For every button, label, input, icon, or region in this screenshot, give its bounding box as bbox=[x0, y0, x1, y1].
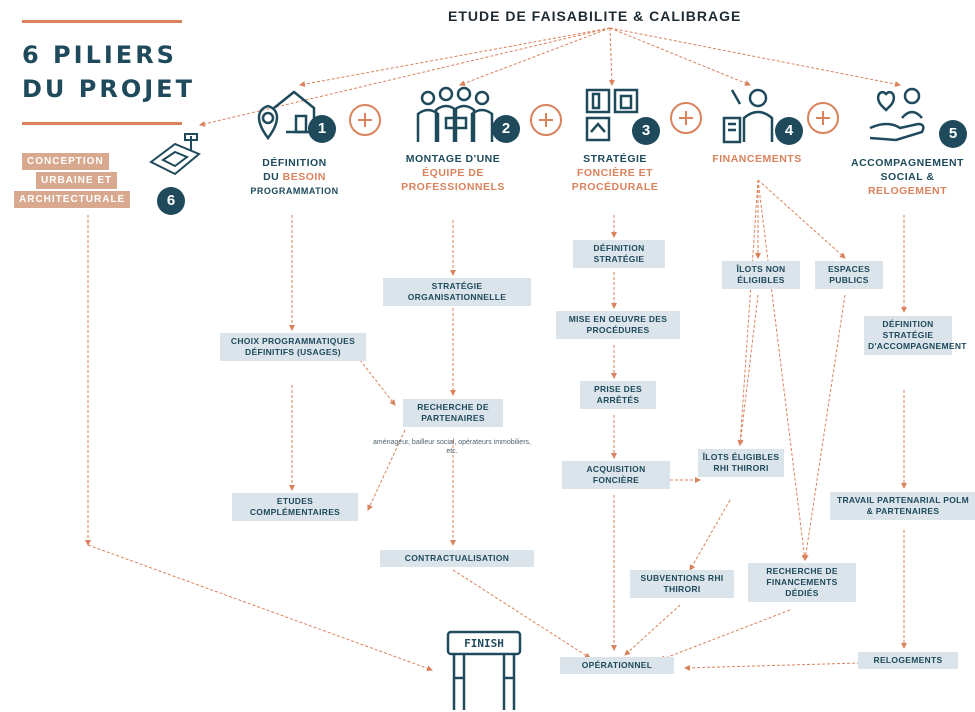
pillar-1-number: 1 bbox=[308, 115, 336, 143]
pillar-6-line1: CONCEPTION bbox=[22, 153, 109, 170]
node-espaces-publics: ESPACES PUBLICS bbox=[815, 261, 883, 289]
pillar-5-line3: RELOGEMENT bbox=[867, 185, 948, 197]
pillar-2-line1: MONTAGE D'UNE bbox=[405, 153, 501, 165]
finish-arch-icon bbox=[446, 630, 522, 710]
team-group-icon bbox=[416, 86, 494, 142]
plus-icon bbox=[670, 102, 702, 134]
pillar-2-number: 2 bbox=[492, 115, 520, 143]
node-recherche-financements: RECHERCHE DE FINANCEMENTS DÉDIÉS bbox=[748, 563, 856, 602]
architecture-plan-icon bbox=[149, 133, 201, 176]
node-etudes-complementaires: ETUDES COMPLÉMENTAIRES bbox=[232, 493, 358, 521]
plus-icon bbox=[530, 104, 562, 136]
node-ilots-non-eligibles: ÎLOTS NON ÉLIGIBLES bbox=[722, 261, 800, 289]
pillar-3-number: 3 bbox=[632, 117, 660, 145]
pillar-4-number: 4 bbox=[775, 117, 803, 145]
pillar-2-label: MONTAGE D'UNE ÉQUIPE DE PROFESSIONNELS bbox=[378, 152, 528, 194]
pillar-3-line3: PROCÉDURALE bbox=[571, 181, 659, 193]
finance-person-icon bbox=[722, 88, 774, 144]
header-rule-bottom bbox=[22, 122, 182, 125]
pillar-6-line2: URBAINE ET bbox=[36, 172, 118, 189]
pillar-1-line1: DÉFINITION bbox=[262, 157, 327, 169]
pillar-5-line2: SOCIAL & bbox=[880, 171, 935, 183]
top-title: ETUDE DE FAISABILITE & CALIBRAGE bbox=[448, 8, 742, 24]
pillar-5-line1: ACCOMPAGNEMENT bbox=[851, 157, 964, 169]
node-choix-programmatiques: CHOIX PROGRAMMATIQUES DÉFINITIFS (USAGES… bbox=[220, 333, 366, 361]
pillars-title-line2: DU PROJET bbox=[22, 75, 195, 103]
pillar-1-line2b: BESOIN bbox=[282, 171, 326, 183]
pillar-3-line1: STRATÉGIE bbox=[583, 153, 647, 165]
node-definition-strategie: DÉFINITION STRATÉGIE bbox=[573, 240, 665, 268]
location-house-icon bbox=[257, 90, 316, 141]
header-rule-top bbox=[22, 20, 182, 23]
pillar-6-line3: ARCHITECTURALE bbox=[14, 191, 131, 208]
node-travail-partenarial: TRAVAIL PARTENARIAL POLM & PARTENAIRES bbox=[830, 492, 975, 520]
pillars-title-line1: 6 PILIERS bbox=[22, 41, 177, 69]
pillar-5-number: 5 bbox=[939, 120, 967, 148]
pillar-6-number: 6 bbox=[157, 187, 185, 215]
pillar-1-label: DÉFINITION DU BESOIN PROGRAMMATION bbox=[232, 156, 357, 198]
pillar-4-label: FINANCEMENTS bbox=[692, 152, 822, 166]
pillar-4-line1: FINANCEMENTS bbox=[712, 153, 802, 165]
plus-icon bbox=[349, 104, 381, 136]
node-definition-strategie-accompagnement: DÉFINITION STRATÉGIE D'ACCOMPAGNEMENT bbox=[864, 316, 966, 355]
node-contractualisation: CONTRACTUALISATION bbox=[380, 550, 534, 567]
node-strategie-organisationnelle: STRATÉGIE ORGANISATIONNELLE bbox=[383, 278, 531, 306]
node-recherche-partenaires: RECHERCHE DE PARTENAIRES bbox=[403, 399, 503, 427]
pillar-5-label: ACCOMPAGNEMENT SOCIAL & RELOGEMENT bbox=[840, 156, 975, 198]
land-parcels-icon bbox=[585, 88, 639, 142]
node-mise-en-oeuvre: MISE EN OEUVRE DES PROCÉDURES bbox=[556, 311, 680, 339]
pillar-1-line2a: DU bbox=[263, 171, 283, 183]
node-relogements: RELOGEMENTS bbox=[858, 652, 958, 669]
pillar-1-line3: PROGRAMMATION bbox=[250, 186, 339, 196]
heart-hand-person-icon bbox=[869, 87, 925, 142]
node-prise-arretes: PRISE DES ARRÊTÉS bbox=[580, 381, 656, 409]
pillar-2-line2: ÉQUIPE DE bbox=[422, 167, 484, 179]
node-subventions: SUBVENTIONS RHI THIRORI bbox=[630, 570, 734, 598]
node-ilots-eligibles: ÎLOTS ÉLIGIBLES RHI THIRORI bbox=[698, 449, 784, 477]
node-operationnel: OPÉRATIONNEL bbox=[560, 657, 674, 674]
node-acquisition-fonciere: ACQUISITION FONCIÈRE bbox=[562, 461, 670, 489]
pillars-title: 6 PILIERS DU PROJET bbox=[22, 38, 195, 106]
note-partenaires: aménageur, bailleur social, opérateurs i… bbox=[373, 439, 531, 455]
pillar-3-label: STRATÉGIE FONCIÈRE ET PROCÉDURALE bbox=[560, 152, 670, 194]
plus-icon bbox=[807, 102, 839, 134]
pillar-3-line2: FONCIÈRE ET bbox=[576, 167, 654, 179]
pillar-2-line3: PROFESSIONNELS bbox=[401, 181, 505, 193]
finish-label: FINISH bbox=[464, 637, 504, 650]
